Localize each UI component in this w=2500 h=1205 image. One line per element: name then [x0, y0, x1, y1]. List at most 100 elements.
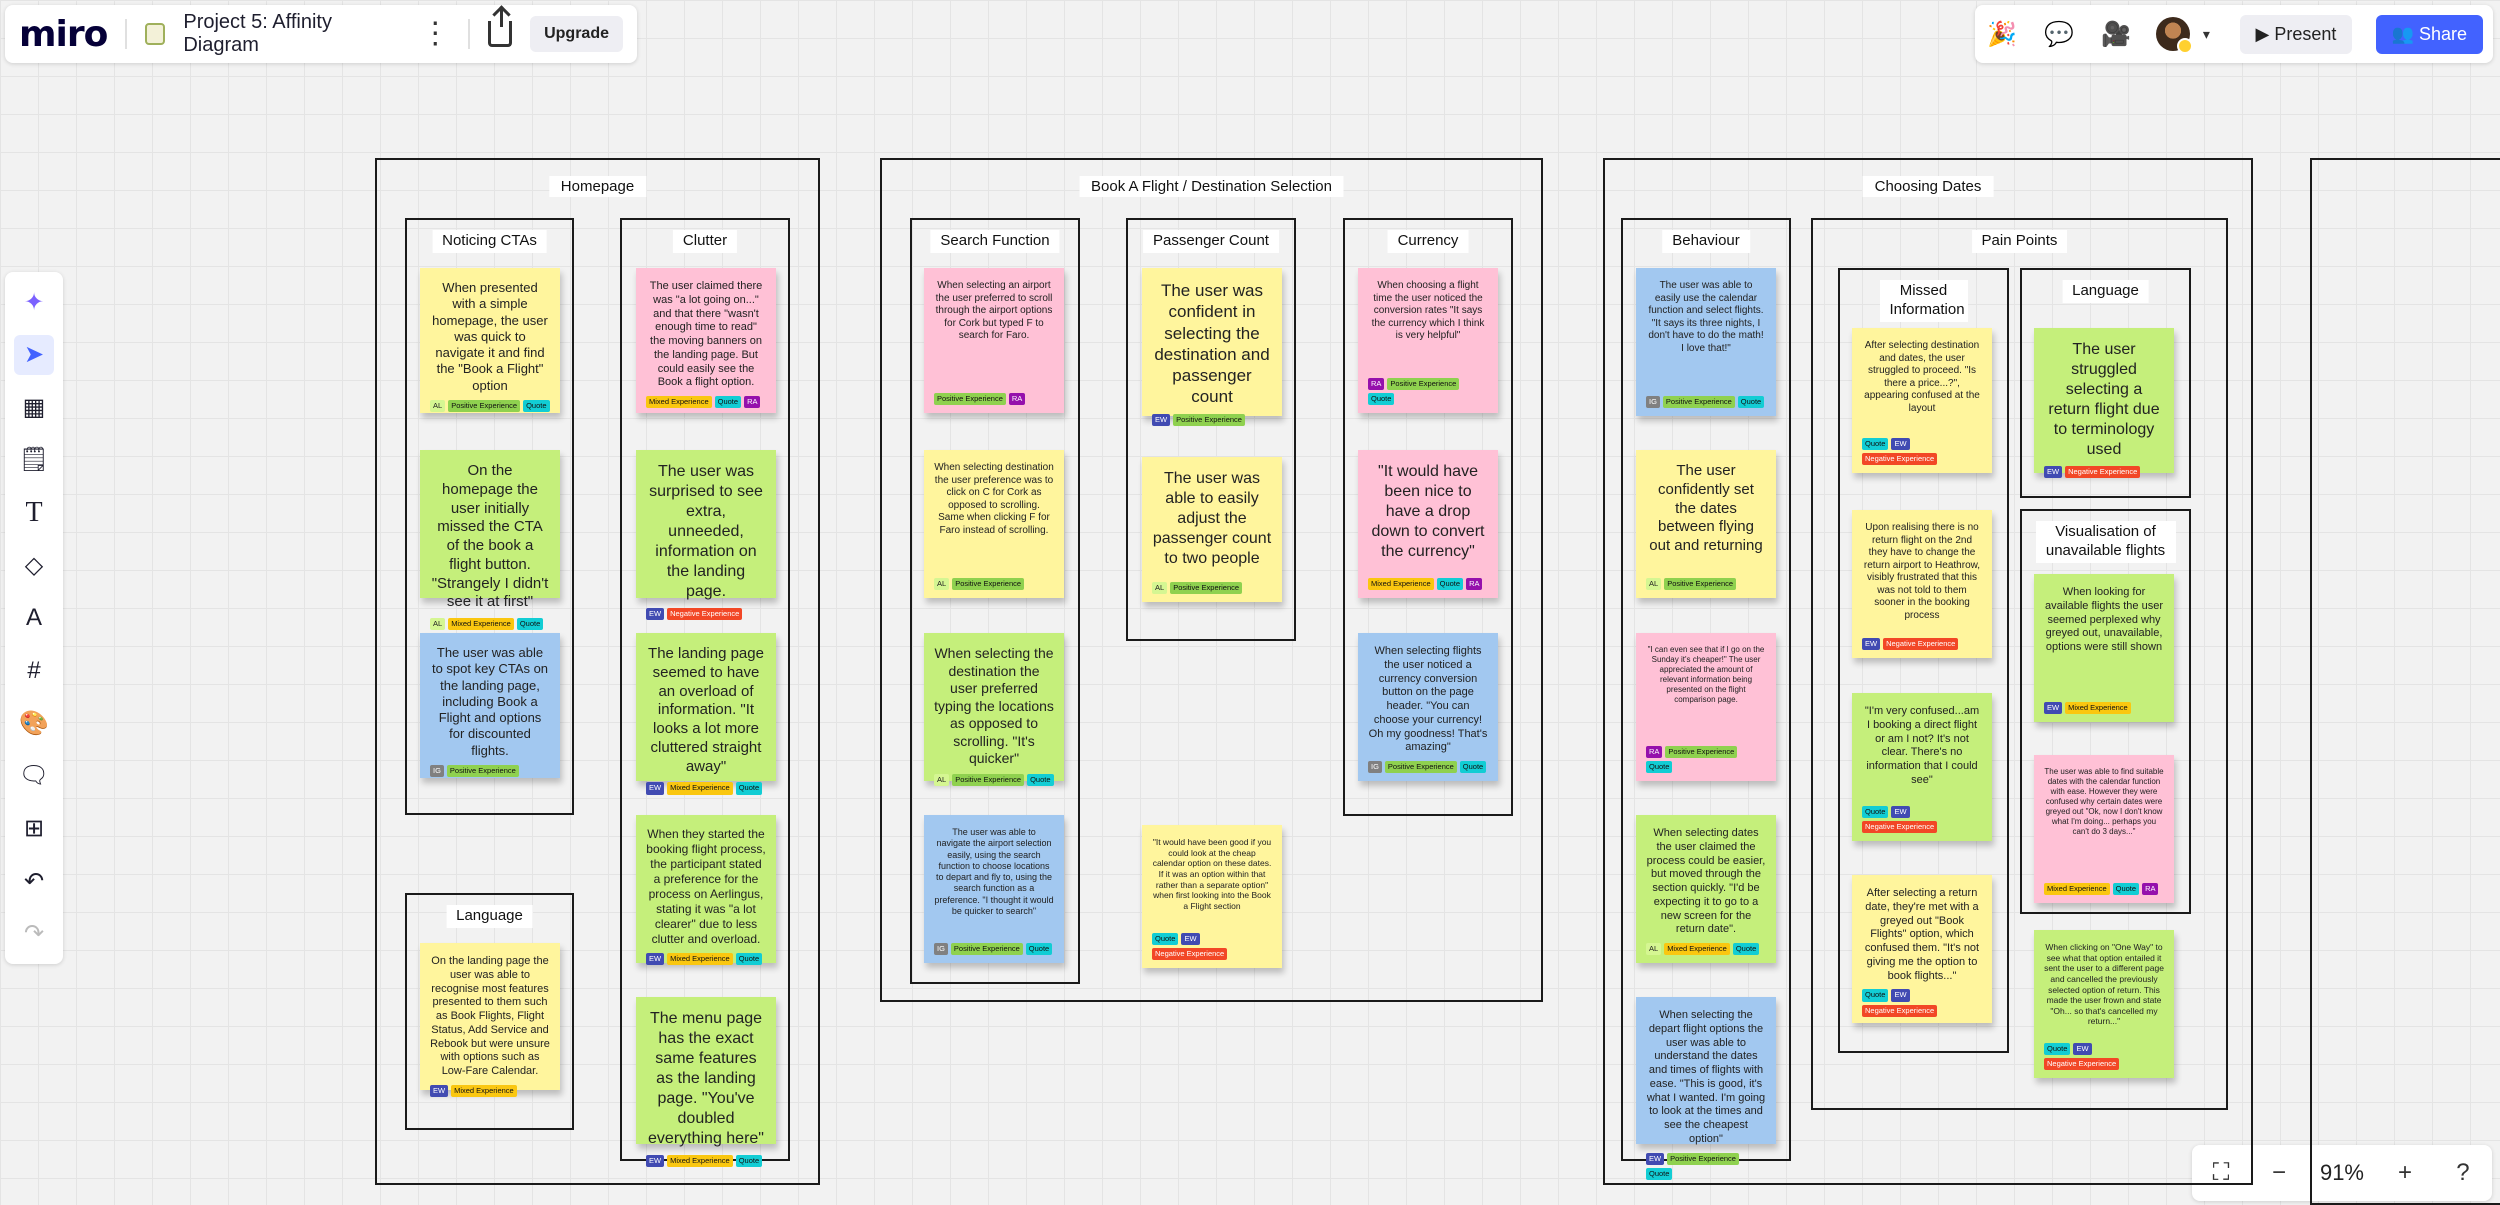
sticky-note[interactable]: When selecting destination the user pref… — [924, 450, 1064, 598]
sticky-note[interactable]: The user was able to easily use the cale… — [1636, 268, 1776, 416]
tag-badge: Mixed Experience — [646, 396, 712, 409]
comments-icon[interactable]: 💬 — [2044, 20, 2075, 48]
share-label: Share — [2418, 23, 2467, 44]
sticky-note[interactable]: The landing page seemed to have an overl… — [636, 633, 776, 795]
sticky-note[interactable]: On the homepage the user initially misse… — [420, 450, 560, 631]
column-noticing-ctas[interactable]: Noticing CTAs — [405, 218, 574, 815]
sticky-note[interactable]: When selecting flights the user noticed … — [1358, 633, 1498, 781]
zoom-controls: ⛶ − 91% + ? — [2192, 1145, 2492, 1201]
help-icon[interactable]: ? — [2456, 1159, 2470, 1186]
sticky-note[interactable]: The menu page has the exact same feature… — [636, 997, 776, 1168]
present-button[interactable]: ▶ Present — [2239, 14, 2353, 54]
add-more-icon[interactable]: ⊞ — [23, 815, 45, 843]
sticky-note[interactable]: When selecting the destination the user … — [924, 633, 1064, 786]
column-title: Pain Points — [1971, 230, 2068, 253]
tag-badge: EW — [1891, 989, 1910, 1002]
column-visualisation-unavailable[interactable]: Visualisation of unavailable flights — [2020, 509, 2191, 914]
sticky-note[interactable]: "It would have been good if you could lo… — [1142, 825, 1282, 968]
sticky-note[interactable]: When looking for available flights the u… — [2034, 574, 2174, 722]
sticky-note[interactable]: The user struggled selecting a return fl… — [2034, 328, 2174, 479]
sticky-note[interactable]: Upon realising there is no return flight… — [1852, 510, 1992, 658]
reactions-icon[interactable]: 🎉 — [1987, 20, 2017, 48]
undo-icon[interactable]: ↶ — [23, 867, 45, 895]
sticky-note-text: The user was surprised to see extra, unn… — [649, 463, 763, 600]
column-missed-information[interactable]: Missed Information — [1838, 268, 2009, 1053]
sticky-note[interactable]: The user claimed there was "a lot going … — [636, 268, 776, 413]
tag-badge: Quote — [1368, 392, 1395, 405]
ai-sparkle-icon[interactable]: ✦ — [23, 288, 45, 316]
sticky-note-text: The user was confident in selecting the … — [1154, 281, 1270, 407]
sticky-note-text: When choosing a flight time the user not… — [1371, 280, 1485, 341]
sticky-note[interactable]: The user confidently set the dates betwe… — [1636, 450, 1776, 598]
share-button[interactable]: 👥 Share — [2375, 14, 2483, 54]
sticky-note[interactable]: When selecting the depart flight options… — [1636, 997, 1776, 1180]
sticky-note[interactable]: On the landing page the user was able to… — [420, 943, 560, 1097]
sticky-note[interactable]: The user was confident in selecting the … — [1142, 268, 1282, 426]
sticky-note[interactable]: "I'm very confused...am I booking a dire… — [1852, 693, 1992, 841]
tag-badge: Mixed Experience — [667, 1155, 733, 1168]
sticky-note[interactable]: When selecting an airport the user prefe… — [924, 268, 1064, 413]
frame-book-a-flight[interactable]: Book A Flight / Destination Selection — [880, 158, 1543, 1002]
fit-to-screen-icon[interactable]: ⛶ — [2212, 1159, 2230, 1186]
column-language-homepage[interactable]: Language — [405, 893, 574, 1130]
chevron-down-icon[interactable]: ▾ — [2202, 25, 2210, 42]
sticky-note[interactable]: The user was able to navigate the airpor… — [924, 815, 1064, 963]
zoom-level[interactable]: 91% — [2319, 1160, 2364, 1185]
export-icon[interactable] — [488, 9, 513, 47]
tag-badge: Mixed Experience — [448, 618, 514, 631]
sticky-note[interactable]: When choosing a flight time the user not… — [1358, 268, 1498, 413]
tag-badge: EW — [2044, 466, 2063, 479]
column-pain-points[interactable]: Pain Points — [1811, 218, 2228, 1110]
frame-homepage[interactable]: Homepage — [375, 158, 820, 1185]
sticky-note-icon[interactable]: 🗒 — [18, 446, 50, 474]
sticky-note[interactable]: After selecting a return date, they're m… — [1852, 875, 1992, 1023]
sticky-note-text: The user was able to spot key CTAs on th… — [431, 645, 549, 758]
miro-logo[interactable]: miro — [19, 13, 108, 55]
tag-badge: EW — [1891, 437, 1910, 450]
frame-choosing-dates[interactable]: Choosing Dates — [1603, 158, 2253, 1185]
column-language-pain-points[interactable]: Language — [2020, 268, 2191, 498]
sticky-note[interactable]: When presented with a simple homepage, t… — [420, 268, 560, 413]
frame-icon[interactable]: # — [27, 656, 41, 684]
sticky-note[interactable]: The user was able to spot key CTAs on th… — [420, 633, 560, 778]
upgrade-button[interactable]: Upgrade — [530, 16, 623, 52]
column-currency[interactable]: Currency — [1343, 218, 1513, 816]
sticky-note[interactable]: When selecting dates the user claimed th… — [1636, 815, 1776, 963]
redo-icon[interactable]: ↷ — [23, 920, 45, 948]
column-search-function[interactable]: Search Function — [910, 218, 1080, 984]
board-title[interactable]: Project 5: Affinity Diagram — [183, 11, 332, 56]
frame-offscreen[interactable] — [2310, 158, 2500, 1205]
zoom-in-icon[interactable]: + — [2397, 1159, 2412, 1186]
sticky-note[interactable]: The user was able to easily adjust the p… — [1142, 457, 1282, 602]
zoom-out-icon[interactable]: − — [2271, 1159, 2286, 1186]
sticky-note-text: When selecting the destination the user … — [934, 645, 1054, 766]
frame-title: Book A Flight / Destination Selection — [1079, 176, 1344, 197]
sticky-note[interactable]: The user was able to find suitable dates… — [2034, 755, 2174, 903]
avatar[interactable] — [2156, 17, 2194, 54]
sticky-note[interactable]: When clicking on "One Way" to see what t… — [2034, 930, 2174, 1078]
apps-icon[interactable]: 🎨 — [19, 709, 49, 737]
column-passenger-count[interactable]: Passenger Count — [1126, 218, 1296, 641]
video-call-icon[interactable]: 🎥 — [2101, 20, 2132, 48]
more-options-icon[interactable]: ⋮ — [420, 17, 451, 50]
templates-icon[interactable]: ▦ — [22, 393, 46, 421]
tag-badge: Negative Experience — [1883, 637, 1959, 650]
sticky-note[interactable]: "It would have been nice to have a drop … — [1358, 450, 1498, 598]
user-menu[interactable]: ▾ — [2156, 17, 2216, 54]
sticky-note[interactable]: When they started the booking flight pro… — [636, 815, 776, 966]
text-tool-icon[interactable]: T — [25, 496, 43, 528]
tag-badge: IG — [934, 942, 948, 955]
sticky-note[interactable]: "I can even see that if I go on the Sund… — [1636, 633, 1776, 781]
select-tool-icon[interactable]: ➤ — [14, 334, 54, 375]
tag-badge: Quote — [1737, 395, 1765, 408]
pen-icon[interactable]: A — [25, 603, 42, 631]
comment-tool-icon[interactable]: 🗨 — [18, 762, 50, 790]
tag-badge: EW — [646, 1155, 665, 1168]
shapes-icon[interactable]: ◇ — [24, 551, 44, 579]
sticky-note[interactable]: The user was surprised to see extra, unn… — [636, 450, 776, 621]
sticky-note[interactable]: After selecting destination and dates, t… — [1852, 328, 1992, 473]
